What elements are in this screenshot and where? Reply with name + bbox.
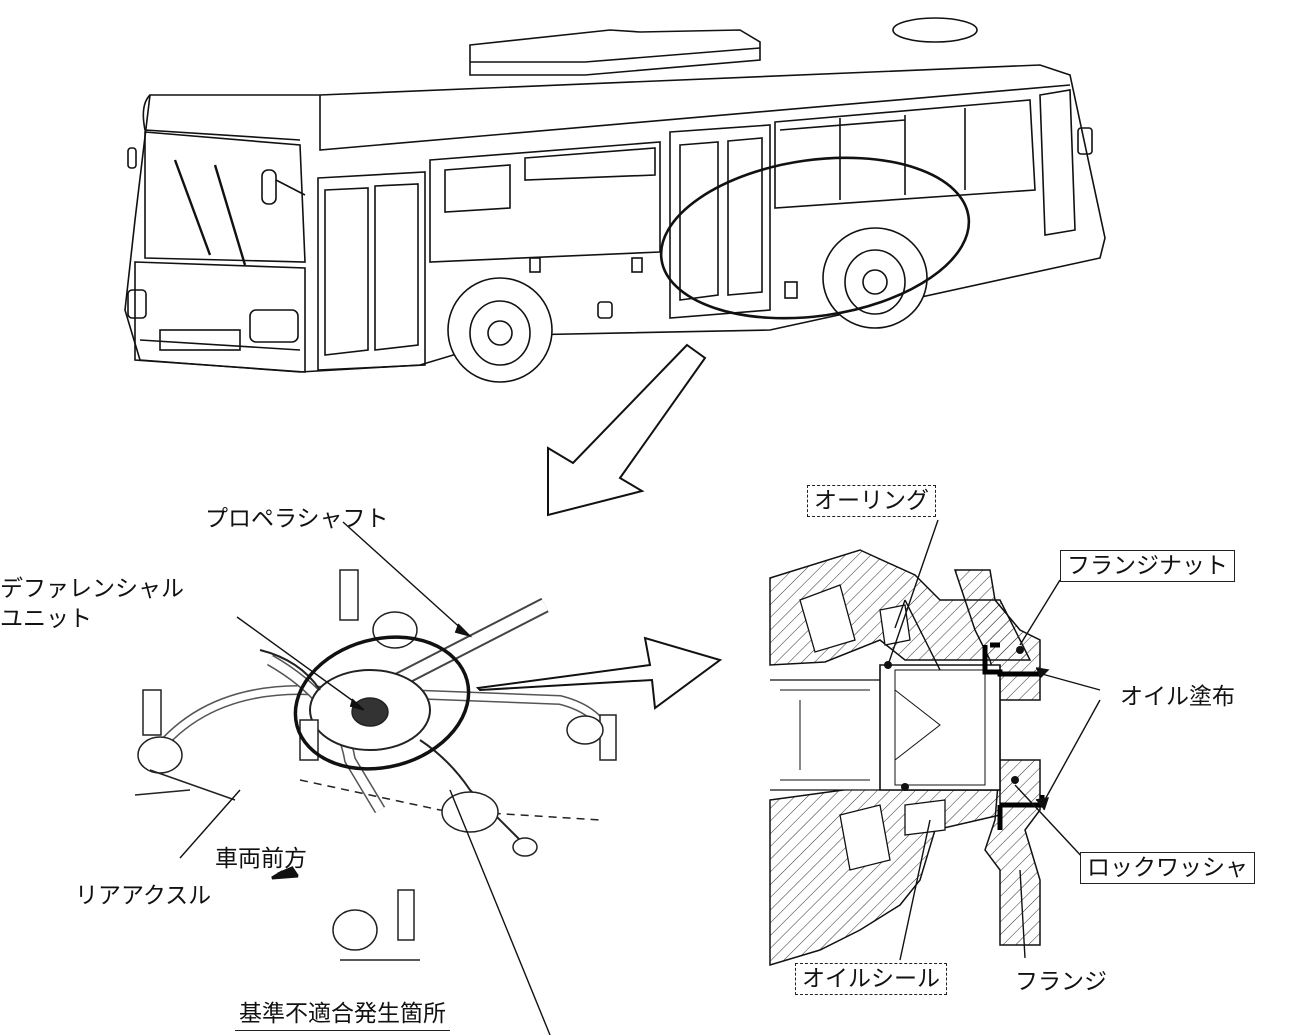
label-flange: フランジ (1015, 969, 1107, 995)
chassis-highlight-circle (293, 635, 471, 771)
label-flange-nut: フランジナット (1060, 550, 1235, 582)
label-vehicle-front: 車両前方 (215, 846, 307, 872)
bus-highlight-circle (659, 156, 971, 320)
chassis-illustration (134, 569, 617, 961)
label-o-ring: オーリング (807, 485, 936, 517)
label-lock-washer: ロックワッシャ (1080, 852, 1255, 884)
label-propeller-shaft: プロペラシャフト (205, 506, 389, 532)
left-leader-lines (179, 521, 551, 1035)
bus-to-chassis-arrow (547, 343, 707, 517)
bus-illustration (124, 17, 1106, 383)
label-differential-line2: ユニット (0, 606, 92, 632)
label-rear-axle: リアアクスル (75, 883, 212, 909)
cross-section-drawing (769, 519, 1101, 967)
vehicle-front-arrow (271, 866, 299, 880)
label-differential-line1: デファレンシャル (0, 576, 184, 602)
chassis-to-section-arrow (475, 636, 723, 710)
label-oil-seal: オイルシール (795, 963, 947, 995)
label-oil-applied: オイル塗布 (1120, 684, 1235, 710)
label-defect-location: 基準不適合発生箇所 (235, 1000, 450, 1031)
